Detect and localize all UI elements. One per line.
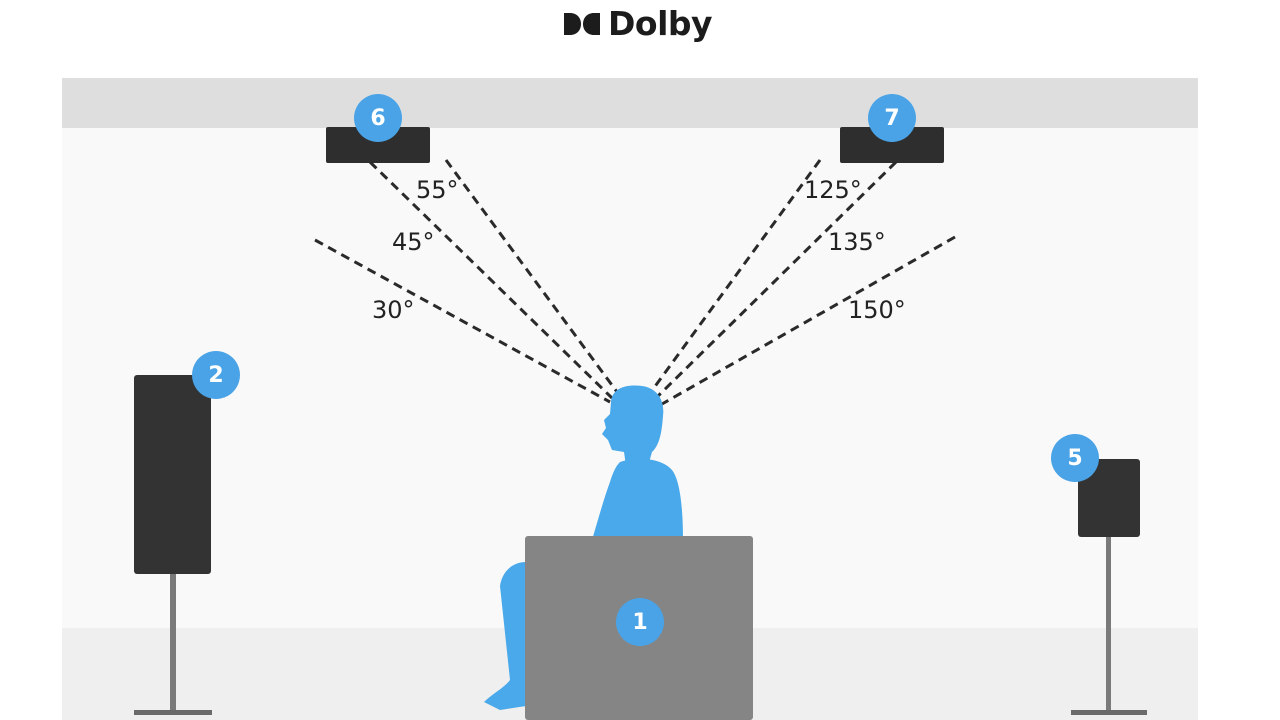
angle-label-150: 150° (848, 296, 906, 324)
ceiling (62, 78, 1198, 128)
angle-line-45 (368, 160, 614, 400)
brand-name: Dolby (608, 4, 713, 43)
speaker-badge-7: 7 (868, 94, 916, 142)
angle-line-150 (661, 235, 956, 406)
listener-legs (484, 562, 526, 710)
speaker-5-stand-base (1071, 710, 1147, 715)
speaker-badge-1: 1 (616, 598, 664, 646)
listener-silhouette (484, 385, 683, 710)
angle-label-45: 45° (392, 228, 435, 256)
speaker-2-stand-pole (170, 574, 176, 712)
angle-line-55 (444, 159, 622, 397)
angle-line-125 (646, 159, 822, 397)
speaker-2-stand-base (134, 710, 212, 715)
speaker-badge-2: 2 (192, 351, 240, 399)
speaker-badge-5: 5 (1051, 434, 1099, 482)
angle-label-125: 125° (804, 176, 862, 204)
angle-label-30: 30° (372, 296, 415, 324)
angle-label-135: 135° (828, 228, 886, 256)
angle-label-55: 55° (416, 176, 459, 204)
dolby-logo: Dolby (562, 4, 713, 43)
dolby-double-d-icon (564, 12, 600, 35)
listener-torso (592, 458, 683, 540)
speaker-badge-6: 6 (354, 94, 402, 142)
listener-head (602, 385, 664, 466)
speaker-5-stand-pole (1106, 537, 1111, 713)
front-left-speaker (134, 375, 211, 574)
angle-line-135 (654, 160, 898, 400)
angle-line-30 (314, 238, 611, 404)
